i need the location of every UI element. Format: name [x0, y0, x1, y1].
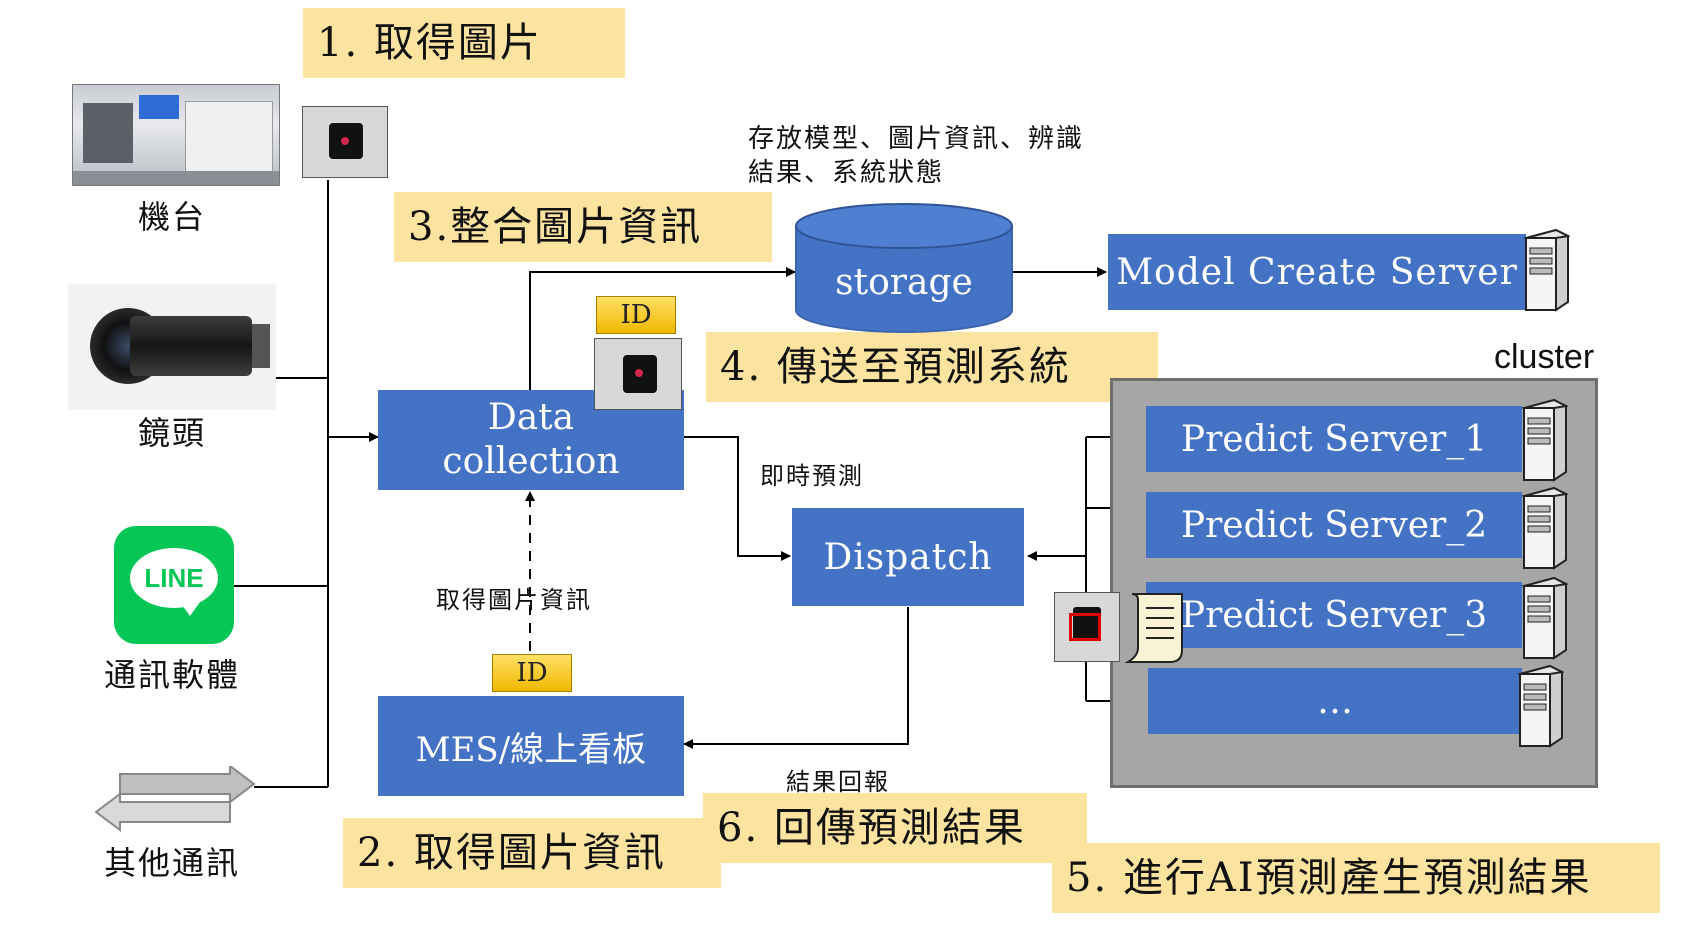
server-tower-icon	[1522, 398, 1568, 482]
data-collection-to-storage-arrow	[529, 267, 796, 390]
predict-server-1: Predict Server_1	[1146, 406, 1522, 472]
captured-image-thumbnail	[302, 106, 388, 178]
report-document-icon	[1124, 593, 1183, 663]
cluster-label: cluster	[1494, 338, 1595, 376]
storage-label: storage	[835, 262, 973, 303]
line-logo-text: LINE	[130, 548, 218, 608]
dispatch-to-mes-arrow	[683, 607, 909, 749]
messenger-label: 通訊軟體	[103, 656, 240, 694]
storage-note-line2: 結果、系統狀態	[748, 158, 945, 188]
dispatch-node: Dispatch	[792, 508, 1024, 606]
model-create-server-node: Model Create Server	[1108, 234, 1526, 310]
other-communication-label: 其他通訊	[103, 844, 240, 882]
result-report-label: 結果回報	[786, 768, 890, 796]
collected-image-thumbnail	[594, 338, 682, 410]
storage-note-line1: 存放模型、圖片資訊、辨識	[748, 124, 1085, 154]
step-3-label: 3.整合圖片資訊	[394, 192, 772, 262]
detection-result-thumbnail	[1054, 592, 1120, 662]
predict-server-more: …	[1148, 668, 1522, 734]
server-tower-icon	[1518, 664, 1564, 748]
machine-image	[72, 84, 280, 186]
machine-label: 機台	[137, 198, 206, 236]
id-tag-bottom: ID	[492, 654, 572, 692]
storage-cylinder	[795, 203, 1013, 333]
server-tower-icon	[1522, 486, 1568, 570]
lens-icon	[68, 284, 276, 410]
step-2-label: 2. 取得圖片資訊	[343, 818, 721, 888]
step-6-label: 6. 回傳預測結果	[703, 793, 1087, 863]
server-tower-icon	[1524, 228, 1570, 312]
get-image-info-label: 取得圖片資訊	[436, 586, 592, 614]
id-tag-top: ID	[596, 296, 676, 334]
server-tower-icon	[1522, 576, 1568, 660]
mes-dashboard-node: MES/線上看板	[378, 696, 684, 796]
step-1-label: 1. 取得圖片	[303, 8, 625, 78]
step-4-label: 4. 傳送至預測系統	[706, 332, 1158, 402]
data-collection-line1: Data	[487, 397, 575, 438]
lens-label: 鏡頭	[137, 414, 206, 452]
data-collection-line2: collection	[442, 441, 620, 482]
step-5-label: 5. 進行AI預測產生預測結果	[1052, 843, 1660, 913]
exchange-arrows-icon	[94, 766, 256, 832]
predict-server-2: Predict Server_2	[1146, 492, 1522, 558]
realtime-predict-label: 即時預測	[760, 462, 864, 490]
data-collection-node: Data collection	[378, 390, 684, 490]
line-messenger-icon: LINE	[114, 526, 234, 644]
predict-server-3: Predict Server_3	[1146, 582, 1522, 648]
data-collection-to-dispatch-arrow	[684, 436, 791, 561]
